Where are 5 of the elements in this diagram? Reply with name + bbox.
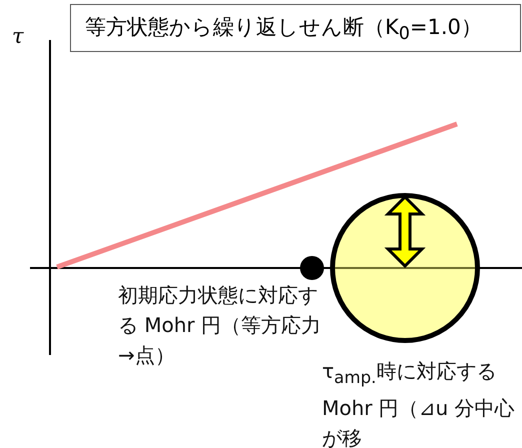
circle-caption: 初期応力状態に対応する Mohr 円（等方応力→点） xyxy=(118,282,322,369)
axis-label: τ xyxy=(12,24,24,48)
circle-caption: τ$_{amp.}$時に対応する Mohr 円（⊿u 分中心が移 xyxy=(322,358,516,448)
stress-point-dot xyxy=(300,256,324,280)
title-box: 等方状態から繰り返しせん断（K$_{0}$=1.0） xyxy=(70,4,521,52)
